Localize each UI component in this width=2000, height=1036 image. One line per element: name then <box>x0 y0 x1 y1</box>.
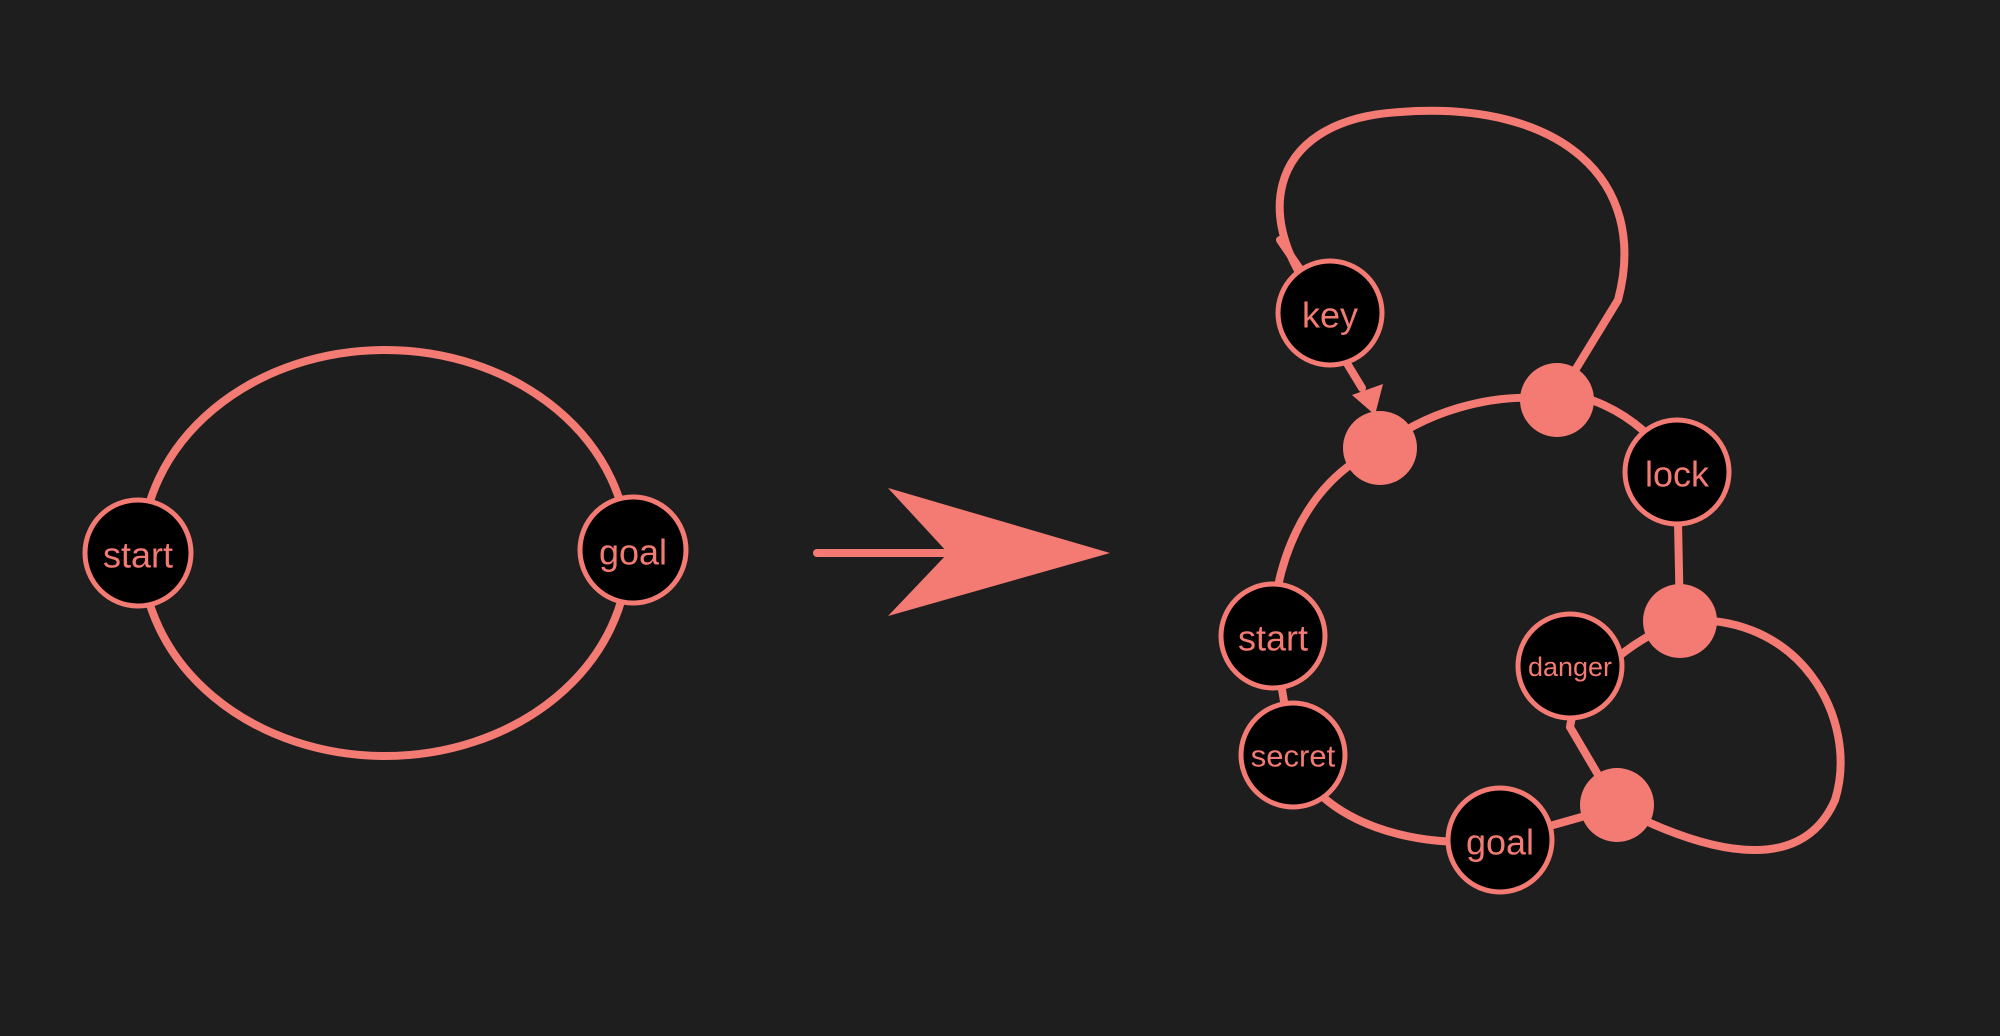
node-circle <box>1445 785 1555 895</box>
node-label: goal <box>599 532 667 573</box>
before-graph: start goal <box>82 346 689 760</box>
node-circle <box>1238 700 1348 810</box>
before-node-start: start <box>82 497 194 609</box>
after-node-key: key <box>1275 258 1385 368</box>
node-circle <box>1275 258 1385 368</box>
node-label: secret <box>1251 739 1336 774</box>
before-node-goal: goal <box>577 494 689 606</box>
key-arrow-shaft <box>1341 356 1366 392</box>
after-node-lock: lock <box>1622 417 1732 527</box>
node-circle <box>1622 417 1732 527</box>
after-node-secret: secret <box>1238 700 1348 810</box>
node-label: lock <box>1645 454 1710 495</box>
key-arrow-head-icon <box>1352 384 1383 415</box>
after-graph: key lock start danger secret goal <box>1218 106 1845 895</box>
junction-node <box>1580 768 1654 842</box>
after-node-danger: danger <box>1515 611 1625 721</box>
after-node-goal: goal <box>1445 785 1555 895</box>
arrow-head-icon <box>888 488 1110 616</box>
node-label: start <box>103 535 173 576</box>
node-circle <box>1218 581 1328 691</box>
after-node-start: start <box>1218 581 1328 691</box>
danger-loop-edge <box>1613 616 1845 854</box>
node-label: key <box>1302 295 1358 336</box>
node-label: start <box>1238 618 1308 659</box>
junction-node <box>1343 411 1417 485</box>
node-label: goal <box>1466 822 1534 863</box>
transform-arrow <box>813 488 1110 616</box>
junction-node <box>1643 584 1717 658</box>
before-cycle-edge <box>138 346 632 760</box>
node-label: danger <box>1528 652 1612 682</box>
key-loop-edge <box>1275 106 1629 404</box>
junction-node <box>1520 363 1594 437</box>
node-circle <box>82 497 194 609</box>
node-circle <box>1515 611 1625 721</box>
node-circle <box>577 494 689 606</box>
